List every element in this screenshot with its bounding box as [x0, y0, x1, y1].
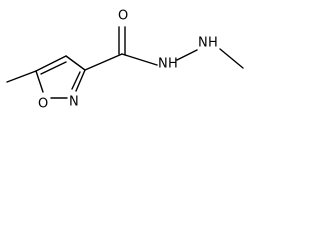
- bond-c5-c4-inner: [40, 61, 67, 75]
- bond-c5-c4: [35, 55, 67, 72]
- bond-nh-methyl: [219, 48, 244, 69]
- atom-label-hydrazine-nitrogen: N: [198, 36, 208, 51]
- bond-c3-carbonyl: [84, 53, 123, 71]
- bond-c3-n2: [75, 69, 86, 92]
- bond-o1-c5: [35, 70, 44, 93]
- bond-carbonyl-nh: [121, 53, 158, 66]
- bond-nh-nh: [176, 49, 198, 61]
- atom-label-amide-nitrogen: N: [158, 57, 168, 72]
- atom-label-amide-hydrogen: H: [168, 57, 178, 72]
- bond-c3-n2-inner: [71, 71, 81, 90]
- atom-label-hydrazine-hydrogen: H: [208, 36, 218, 51]
- bond-c4-c3: [65, 55, 86, 71]
- atom-label-carbonyl-oxygen: O: [118, 9, 128, 24]
- bond-methyl-ring: [6, 70, 37, 83]
- chemical-structure: O O N N H N H: [6, 9, 244, 112]
- atom-label-ring-nitrogen: N: [69, 95, 79, 110]
- atom-label-ring-oxygen: O: [38, 97, 48, 112]
